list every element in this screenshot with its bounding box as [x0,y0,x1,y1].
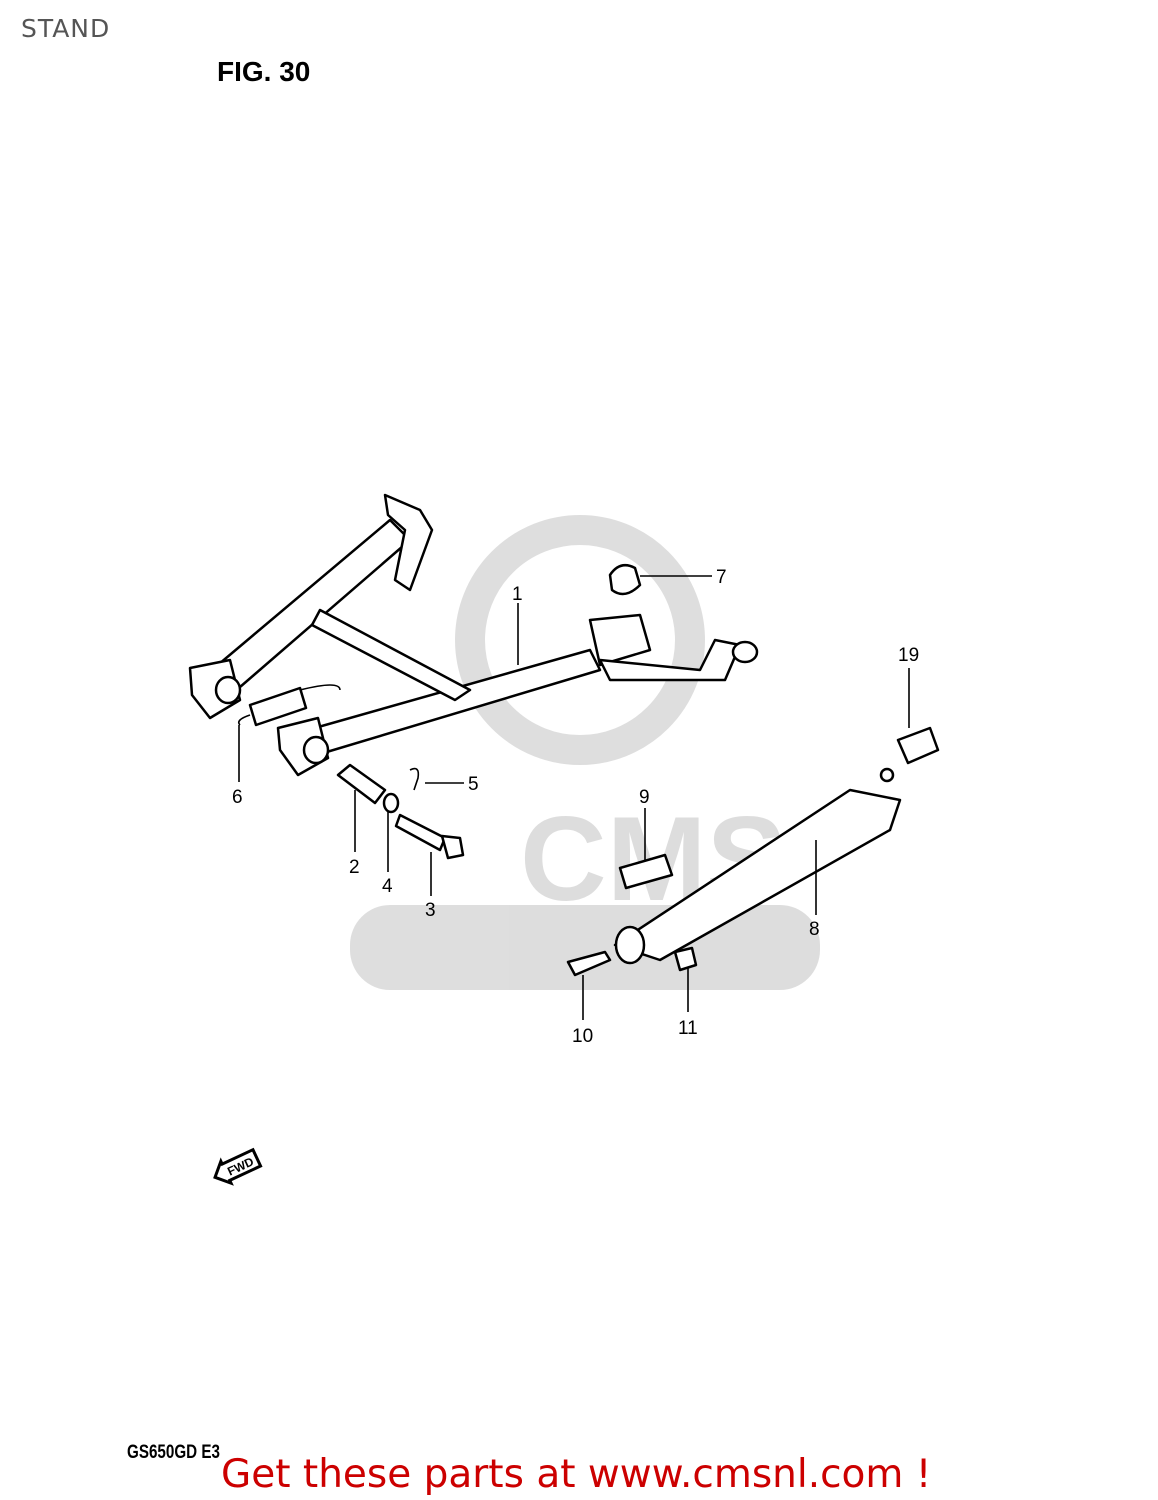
nut-part-11[interactable] [673,946,698,972]
callout-8: 8 [809,919,820,940]
callout-19: 19 [898,645,919,666]
callout-1: 1 [512,584,523,605]
callout-7: 7 [716,567,727,588]
model-code: GS650GD E3 [127,1442,220,1463]
promo-link[interactable]: Get these parts at www.cmsnl.com ! [221,1452,932,1497]
clip-part-5[interactable] [409,767,420,791]
section-title: STAND [21,14,111,43]
callout-11: 11 [678,1018,698,1039]
side-stand-part-8[interactable] [613,767,902,965]
callout-2: 2 [349,857,360,878]
callout-6: 6 [232,787,243,808]
rubber-cap-part-7[interactable] [608,563,642,596]
forward-arrow-icon: FWD [213,1147,263,1186]
rubber-part-19[interactable] [896,726,940,765]
callout-3: 3 [425,900,436,921]
callout-10: 10 [572,1026,593,1047]
spring-part-6[interactable] [237,684,341,727]
bolt-part-10[interactable] [566,950,612,977]
leader-lines [238,575,910,1020]
callout-5: 5 [468,774,479,795]
callout-4: 4 [382,876,393,897]
collar-part-2[interactable] [336,763,387,805]
figure-label: FIG. 30 [217,56,311,87]
center-stand-part-1[interactable] [188,493,759,777]
callout-9: 9 [639,787,650,808]
bolt-part-3[interactable] [394,813,465,860]
spring-part-9[interactable] [618,853,674,890]
watermark-logo: CMS [350,515,820,990]
washer-part-4[interactable] [382,792,400,814]
